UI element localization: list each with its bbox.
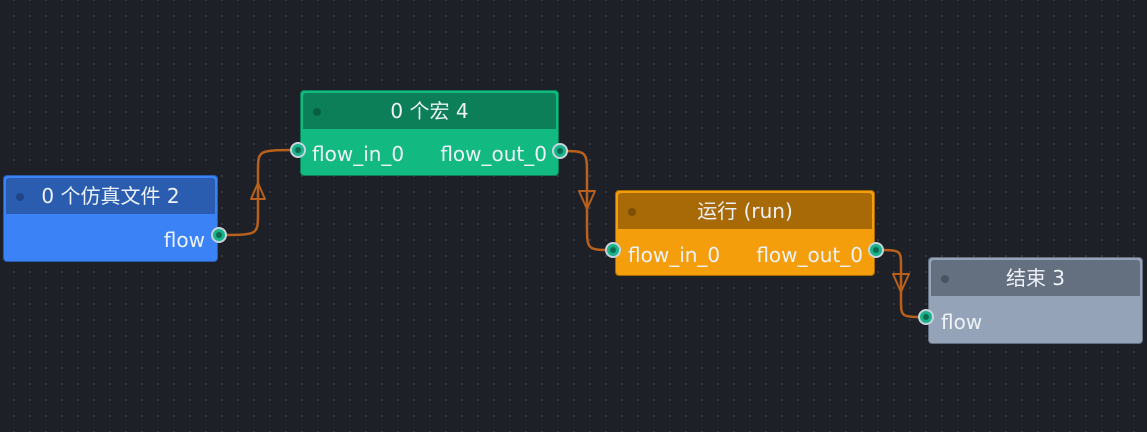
link-arrow-icon <box>578 190 596 210</box>
input-port-flow[interactable] <box>918 309 934 325</box>
node-title: 0 个宏 4 <box>390 99 469 123</box>
output-port-flow-out[interactable] <box>868 242 884 258</box>
input-port-flow-in[interactable] <box>290 142 306 158</box>
node-title: 0 个仿真文件 2 <box>41 184 180 208</box>
node-sim-file[interactable]: 0 个仿真文件 2 flow <box>3 175 218 262</box>
node-macro[interactable]: 0 个宏 4 flow_in_0 flow_out_0 <box>300 90 559 176</box>
node-title: 结束 3 <box>1005 266 1066 290</box>
link-3[interactable] <box>875 248 927 319</box>
link-arrow-icon <box>250 182 266 200</box>
node-end[interactable]: 结束 3 flow <box>928 257 1143 344</box>
collapse-dot-icon[interactable] <box>313 108 321 116</box>
collapse-dot-icon[interactable] <box>941 275 949 283</box>
node-header[interactable]: 运行 (run) <box>618 193 872 229</box>
node-header[interactable]: 0 个仿真文件 2 <box>6 178 215 214</box>
link-2[interactable] <box>559 149 614 252</box>
output-port-flow[interactable] <box>211 227 227 243</box>
input-port-label: flow <box>941 310 983 334</box>
node-header[interactable]: 结束 3 <box>931 260 1140 296</box>
input-port-flow-in[interactable] <box>605 242 621 258</box>
link-arrow-icon <box>892 273 910 293</box>
node-run[interactable]: 运行 (run) flow_in_0 flow_out_0 <box>615 190 875 276</box>
output-port-label: flow_out_0 <box>756 243 863 267</box>
output-port-label: flow <box>163 228 205 252</box>
collapse-dot-icon[interactable] <box>16 193 24 201</box>
link-1[interactable] <box>218 148 299 237</box>
collapse-dot-icon[interactable] <box>628 208 636 216</box>
node-title: 运行 (run) <box>697 199 793 223</box>
output-port-flow-out[interactable] <box>552 143 568 159</box>
node-header[interactable]: 0 个宏 4 <box>303 93 556 129</box>
input-port-label: flow_in_0 <box>628 243 721 267</box>
input-port-label: flow_in_0 <box>312 142 405 166</box>
output-port-label: flow_out_0 <box>440 142 547 166</box>
